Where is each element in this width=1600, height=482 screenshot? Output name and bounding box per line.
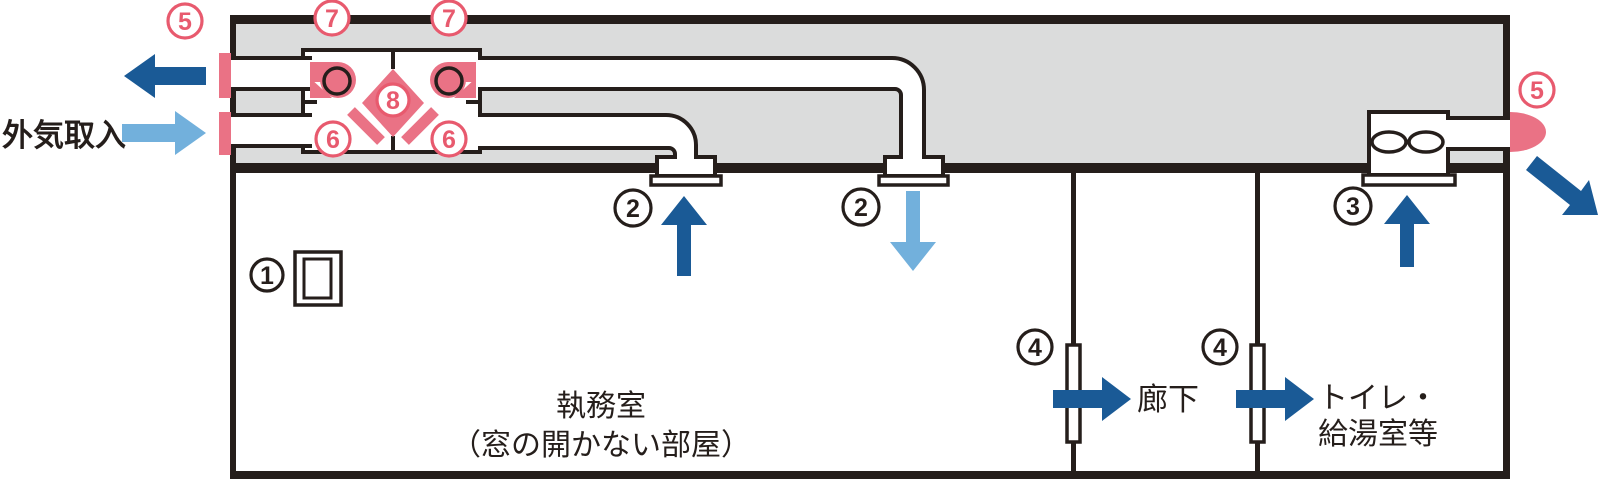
floor-slab [230,471,1510,479]
left-duct-outlines [228,56,312,148]
callouts: 5 7 7 6 6 2 2 1 3 4 4 5 [166,0,1556,366]
fan-scroll-left-tail [310,78,332,98]
arrow-transfer-corridor [1053,377,1131,421]
callout-8-number: 8 [386,87,400,115]
exhaust-fan-unit [1361,110,1510,187]
fan-scroll-right-hub [434,66,464,96]
fan-scroll-right-icon [430,62,476,98]
arrow-supply-air-down [890,191,936,271]
label-corridor: 廊下 [1137,382,1199,417]
return-duct-outline [478,113,698,159]
callout-4-left-circle [1016,328,1054,366]
propeller-blade-icon [1370,130,1408,154]
callout-6-left-circle [314,120,352,158]
partition-wall-toilet [1255,173,1260,471]
weather-hood-icon [1510,112,1546,152]
callout-6-right-number: 6 [442,126,456,154]
supply-duct [478,56,926,164]
partition-wall-corridor [1071,173,1076,471]
arrow-transfer-toilet [1236,377,1314,421]
callout-5-left-number: 5 [178,8,192,36]
fan-scroll-left-block [310,62,338,82]
ceiling-segment [717,163,883,173]
callout-5-right-circle [1518,71,1556,109]
supply-duct-body [478,58,924,164]
supply-duct-outline [478,56,926,159]
callout-6-left-number: 6 [326,126,340,154]
filter-strip-left-icon [347,107,385,145]
room-unit-inner [302,257,333,300]
callout-4-left-number: 4 [1028,334,1042,362]
callout-5-left-circle [166,2,204,40]
ceiling-segment [1450,163,1503,173]
arrow-exhaust-out-right [1526,156,1598,215]
label-toilet-line1: トイレ・ [1318,382,1438,415]
outside-air-duct [226,117,312,146]
callout-4-right-number: 4 [1213,334,1227,362]
callout-2-left-number: 2 [626,195,640,223]
left-wall-ducts [219,53,312,155]
callout-7-left-number: 7 [325,5,339,33]
callout-8-circle [375,82,411,118]
label-outside-air-intake: 外気取入 [2,118,126,153]
arrow-outside-air-in [122,111,206,155]
label-office-room: 執務室 [556,390,646,423]
return-duct [478,113,698,164]
exhaust-hood-connector [219,53,231,98]
exhaust-fan-flange [1361,173,1457,187]
fan-scroll-right-tail [454,78,476,98]
callout-3-circle [1333,186,1373,226]
callout-4-right-circle [1201,328,1239,366]
callout-3-number: 3 [1346,193,1360,221]
ceiling-segment [945,163,1367,173]
return-duct-body [478,115,696,164]
exhaust-outlet-duct [226,60,312,87]
room-unit-symbol [293,250,343,307]
callout-2-left-circle [613,188,653,228]
fan-scroll-left-icon [310,62,356,98]
callout-7-right-circle [430,0,468,37]
callout-1-number: 1 [260,262,274,290]
callout-6-right-circle [430,120,468,158]
fan-scroll-right-block [448,62,476,82]
intake-hood-connector [219,112,231,155]
arrow-return-air-up [661,196,707,276]
left-exterior-wall [230,15,236,479]
ceiling-segment [236,163,655,173]
label-toilet-line2: 給湯室等 [1318,418,1438,451]
callout-7-right-number: 7 [442,5,456,33]
return-grille-flange [649,174,723,187]
arrow-exhaust-fan-up [1384,195,1430,267]
supply-diffuser-flange [877,174,950,187]
exhaust-fan-duct [1444,120,1510,147]
suspended-ceiling [236,163,1503,173]
arrow-exhaust-out-left [124,54,206,98]
callout-5-right-number: 5 [1530,77,1544,105]
callout-2-right-number: 2 [854,194,868,222]
propeller-blade-icon [1407,130,1445,154]
heat-exchange-unit-internals: 8 [303,52,480,150]
filter-strip-right-icon [401,107,439,145]
right-exterior-wall [1503,15,1510,479]
roof-slab [230,15,1510,24]
callout-7-left-circle [313,0,351,37]
fan-scroll-left-hub [322,66,352,96]
unit-dividers [303,52,480,150]
callout-2-right-circle [841,187,881,227]
label-office-room-note: （窓の開かない部屋） [451,429,751,462]
exhaust-fan-duct-outline [1448,116,1510,151]
callout-1-circle [249,257,285,293]
